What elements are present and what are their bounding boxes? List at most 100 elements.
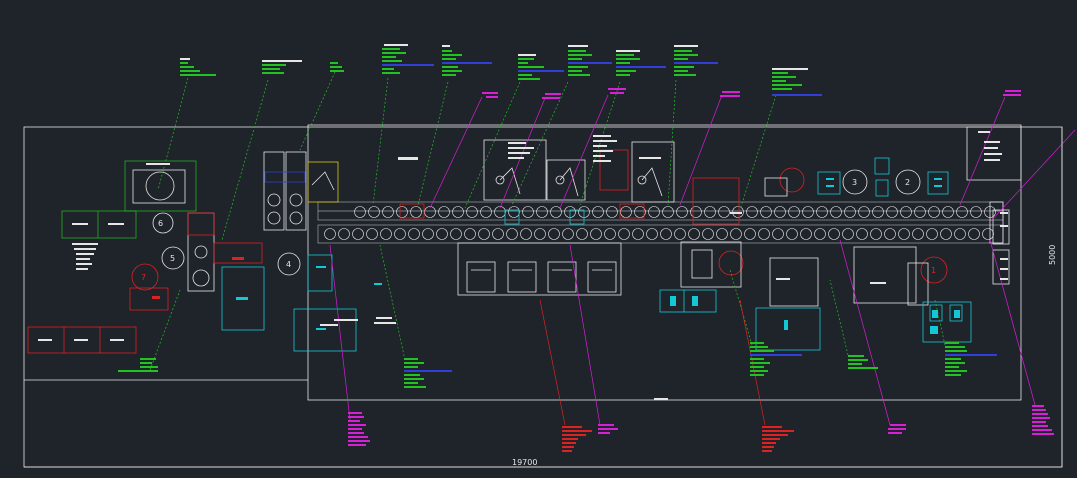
conveyor-roller bbox=[688, 228, 700, 240]
magenta-leaders bbox=[329, 94, 1076, 426]
conveyor-roller bbox=[926, 228, 938, 240]
stacker-towers bbox=[263, 151, 339, 231]
conveyor-roller bbox=[730, 228, 742, 240]
conveyor-roller bbox=[548, 228, 560, 240]
conveyor-roller bbox=[466, 206, 478, 218]
conveyor-roller bbox=[870, 228, 882, 240]
conveyor-roller bbox=[844, 206, 856, 218]
dimension-annotations: 19700 5000 bbox=[24, 127, 1063, 468]
conveyor-roller bbox=[774, 206, 786, 218]
conveyor-roller bbox=[676, 206, 688, 218]
conveyor-roller bbox=[536, 206, 548, 218]
machine-numbers: 6 5 4 3 2 7 1 bbox=[141, 178, 936, 282]
conveyor-roller bbox=[366, 228, 378, 240]
conveyor-roller bbox=[324, 228, 336, 240]
conveyor-roller bbox=[912, 228, 924, 240]
conveyor-roller bbox=[660, 228, 672, 240]
conveyor-roller bbox=[842, 228, 854, 240]
conveyor-roller bbox=[814, 228, 826, 240]
conveyor-roller bbox=[380, 228, 392, 240]
machine-number-1: 1 bbox=[931, 266, 936, 275]
conveyor-roller bbox=[620, 206, 632, 218]
conveyor-roller bbox=[942, 206, 954, 218]
conveyor-roller bbox=[464, 228, 476, 240]
annotation-leaders bbox=[149, 71, 946, 371]
conveyor-roller bbox=[968, 228, 980, 240]
conveyor-roller bbox=[828, 228, 840, 240]
conveyor-roller bbox=[928, 206, 940, 218]
conveyor-roller bbox=[590, 228, 602, 240]
conveyor-roller bbox=[982, 228, 994, 240]
conveyor-roller bbox=[452, 206, 464, 218]
conveyor-roller bbox=[396, 206, 408, 218]
conveyor-roller bbox=[884, 228, 896, 240]
conveyor-roller bbox=[858, 206, 870, 218]
label-bar-blocks bbox=[38, 44, 1054, 452]
conveyor-roller bbox=[956, 206, 968, 218]
conveyor-roller bbox=[424, 206, 436, 218]
press-stations bbox=[457, 242, 622, 296]
conveyor-roller bbox=[940, 228, 952, 240]
conveyor-roller bbox=[718, 206, 730, 218]
conveyor-roller bbox=[550, 206, 562, 218]
conveyor-roller bbox=[872, 206, 884, 218]
conveyor-roller bbox=[354, 206, 366, 218]
conveyor-roller bbox=[786, 228, 798, 240]
conveyor-roller bbox=[450, 228, 462, 240]
conveyor-roller bbox=[772, 228, 784, 240]
conveyor-roller bbox=[830, 206, 842, 218]
machine-number-4: 4 bbox=[286, 260, 291, 269]
conveyor-roller bbox=[648, 206, 660, 218]
conveyor-roller bbox=[760, 206, 772, 218]
conveyor-roller bbox=[662, 206, 674, 218]
conveyor-roller bbox=[408, 228, 420, 240]
conveyor-roller bbox=[436, 228, 448, 240]
height-dimension-label: 5000 bbox=[1048, 245, 1057, 265]
conveyor-roller bbox=[508, 206, 520, 218]
conveyor-roller bbox=[744, 228, 756, 240]
conveyor-roller bbox=[604, 228, 616, 240]
conveyor-roller bbox=[338, 228, 350, 240]
conveyor-roller bbox=[788, 206, 800, 218]
conveyor-roller bbox=[480, 206, 492, 218]
robot-cells bbox=[311, 139, 675, 225]
conveyor-roller bbox=[438, 206, 450, 218]
conveyor-roller bbox=[562, 228, 574, 240]
conveyor-roller bbox=[606, 206, 618, 218]
main-conveyor bbox=[317, 201, 1004, 244]
conveyor-roller bbox=[522, 206, 534, 218]
machine-number-5: 5 bbox=[170, 254, 175, 263]
conveyor-roller bbox=[410, 206, 422, 218]
conveyor-roller bbox=[702, 228, 714, 240]
conveyor-roller bbox=[520, 228, 532, 240]
conveyor-roller bbox=[368, 206, 380, 218]
machine-number-6: 6 bbox=[158, 219, 163, 228]
conveyor-roller bbox=[576, 228, 588, 240]
conveyor-roller bbox=[478, 228, 490, 240]
machine-number-3: 3 bbox=[852, 178, 857, 187]
conveyor-roller bbox=[758, 228, 770, 240]
conveyor-rollers-top bbox=[354, 206, 996, 218]
conveyor-roller bbox=[886, 206, 898, 218]
conveyor-roller bbox=[632, 228, 644, 240]
conveyor-roller bbox=[704, 206, 716, 218]
conveyor-roller bbox=[816, 206, 828, 218]
conveyor-roller bbox=[800, 228, 812, 240]
conveyor-roller bbox=[394, 228, 406, 240]
conveyor-roller bbox=[382, 206, 394, 218]
conveyor-roller bbox=[954, 228, 966, 240]
conveyor-roller bbox=[970, 206, 982, 218]
conveyor-roller bbox=[802, 206, 814, 218]
width-dimension-label: 19700 bbox=[512, 458, 537, 467]
conveyor-roller bbox=[646, 228, 658, 240]
conveyor-roller bbox=[534, 228, 546, 240]
conveyor-roller bbox=[492, 228, 504, 240]
conveyor-roller bbox=[746, 206, 758, 218]
conveyor-roller bbox=[690, 206, 702, 218]
conveyor-roller bbox=[674, 228, 686, 240]
conveyor-roller bbox=[352, 228, 364, 240]
conveyor-roller bbox=[494, 206, 506, 218]
conveyor-roller bbox=[634, 206, 646, 218]
conveyor-roller bbox=[422, 228, 434, 240]
